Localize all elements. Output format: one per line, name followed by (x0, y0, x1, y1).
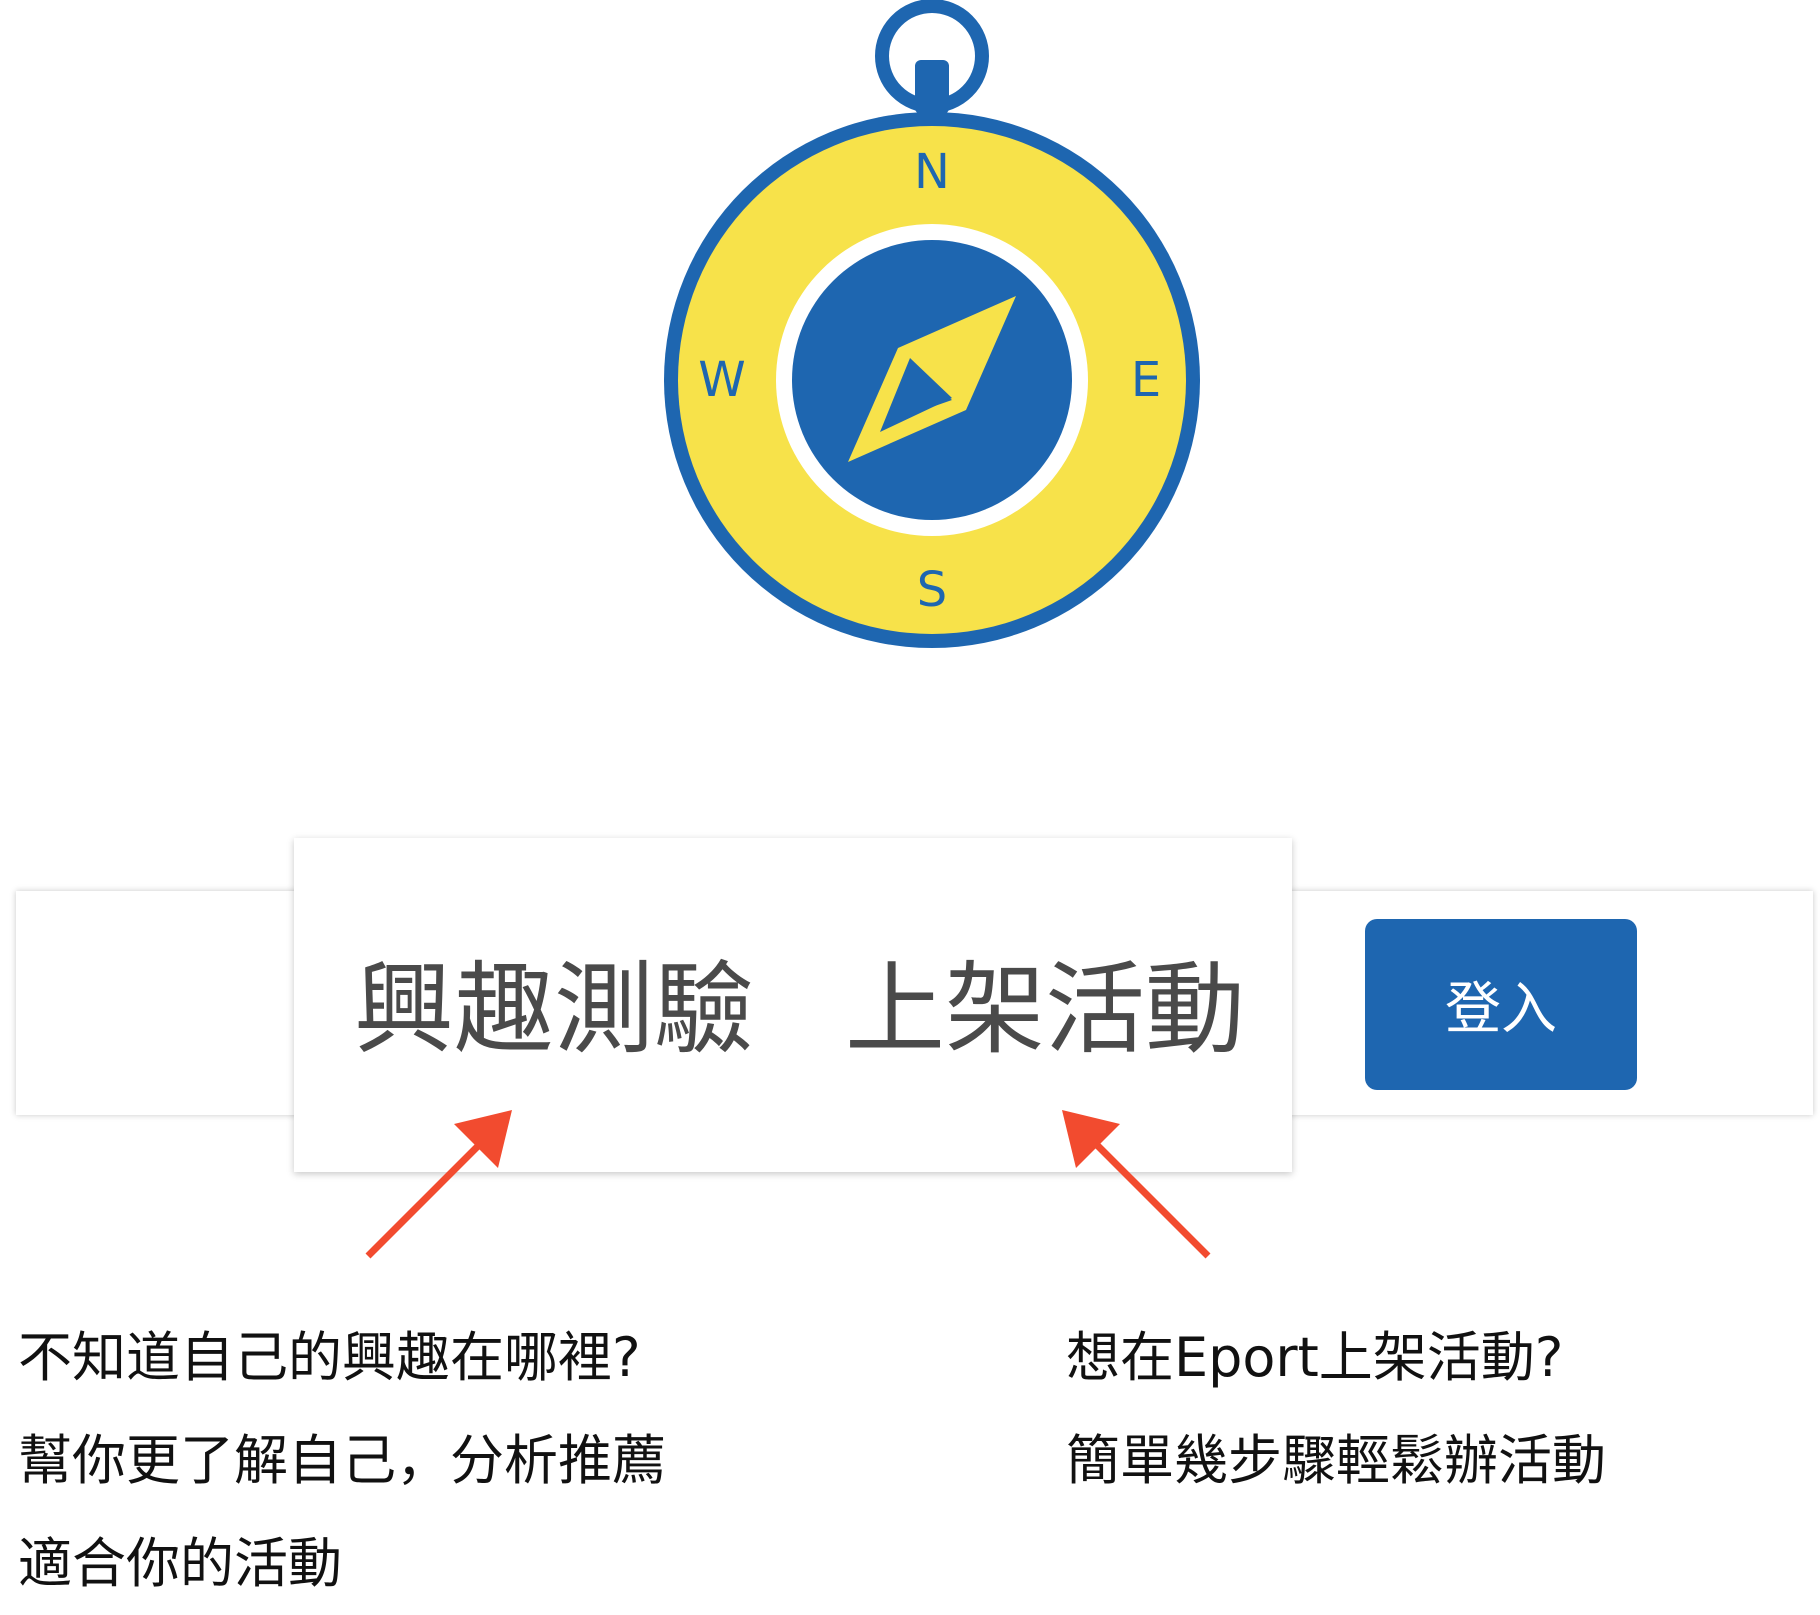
nav-link-interest-test[interactable]: 興趣測驗 (354, 951, 754, 1068)
caption-line: 簡單幾步驟輕鬆辦活動 (1066, 1429, 1606, 1492)
compass-south-label: S (917, 562, 947, 618)
caption-line: 想在Eport上架活動? (1066, 1326, 1564, 1389)
caption-interest-test: 不知道自己的興趣在哪裡? 幫你更了解自己，分析推薦 適合你的活動 (18, 1306, 666, 1615)
compass-east-label: E (1131, 352, 1161, 408)
caption-line: 幫你更了解自己，分析推薦 (18, 1429, 666, 1492)
compass-north-label: N (914, 144, 950, 200)
compass-stem (915, 60, 949, 114)
compass-illustration: N S E W (664, 0, 1200, 648)
nav-link-list-event[interactable]: 上架活動 (845, 951, 1245, 1068)
compass-needle-center (880, 358, 952, 432)
compass-west-label: W (698, 352, 745, 408)
caption-list-event: 想在Eport上架活動? 簡單幾步驟輕鬆辦活動 (1066, 1306, 1606, 1512)
caption-line: 不知道自己的興趣在哪裡? (18, 1326, 641, 1389)
caption-line: 適合你的活動 (18, 1532, 342, 1595)
login-button[interactable]: 登入 (1365, 919, 1637, 1090)
